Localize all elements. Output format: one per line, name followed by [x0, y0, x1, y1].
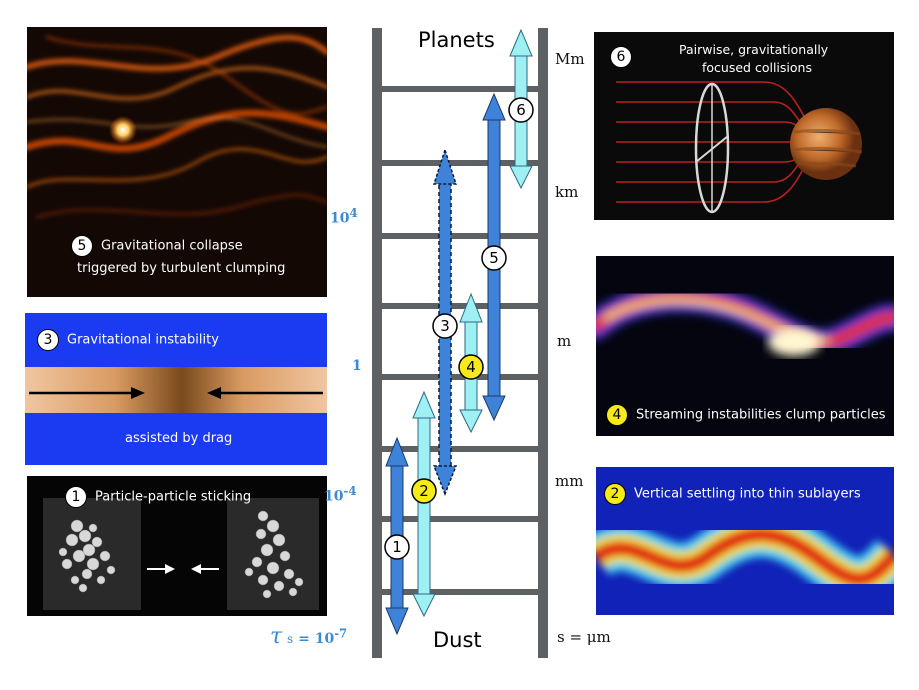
streaming-image: [596, 285, 894, 356]
badge-6: 6: [610, 46, 632, 68]
aggregate-right: [244, 510, 304, 599]
arrow-badge-6: [508, 97, 534, 123]
aggregate-left: [58, 519, 116, 593]
label-planets: Planets: [418, 28, 495, 52]
caption-3-sub: assisted by drag: [125, 431, 233, 446]
particle-clump: [768, 328, 820, 356]
tau-label-1e-7: τ s = 10-7: [270, 624, 348, 649]
arrow-left-head: [207, 387, 221, 399]
turbulence-image: [27, 34, 327, 219]
settling-image: [596, 511, 894, 603]
badge-4: 4: [606, 404, 628, 426]
ladder-rail-right: [538, 28, 548, 658]
ladder-rail-left: [372, 28, 382, 658]
dense-layer: [25, 367, 327, 413]
arrow-badge-3-text: 3: [440, 317, 450, 335]
arrow-badge-1-text: 1: [392, 538, 402, 556]
ladder-rungs: [380, 86, 540, 595]
arrow-right-head: [131, 387, 145, 399]
arrow-badge-2-text: 2: [419, 482, 429, 500]
badge-2: 2: [604, 483, 626, 505]
tau-label-1e-4: 10-4: [324, 484, 357, 505]
arrow-badge-5-text: 5: [489, 249, 499, 267]
arrow-badge-3: [432, 313, 458, 339]
arrow-badge-6-text: 6: [516, 101, 526, 119]
caption-6-line2: focused collisions: [702, 60, 812, 75]
collapse-core: [109, 116, 137, 144]
badge-3: 3: [37, 329, 59, 351]
label-dust: Dust: [433, 628, 482, 652]
caption-6-line1: Pairwise, gravitationally: [679, 42, 829, 57]
caption-5-line2: triggered by turbulent clumping: [77, 261, 286, 276]
size-label-um: s = μm: [557, 628, 611, 646]
arrow-badge-4-text: 4: [466, 358, 476, 376]
collision-image: [616, 81, 863, 214]
arrow-badge-1: [384, 534, 410, 560]
badge-1: 1: [65, 486, 87, 508]
size-label-mm: mm: [555, 472, 584, 490]
arrow-badge-4: [458, 354, 484, 380]
caption-6: 6: [610, 46, 640, 68]
badge-5: 5: [71, 235, 93, 257]
arrow-left-head: [191, 564, 201, 574]
size-label-m: m: [557, 332, 572, 350]
arrow-badges: 1 2 3 4 5 6: [384, 97, 534, 560]
arrow-badge-5: [481, 245, 507, 271]
arrow-badge-2: [411, 478, 437, 504]
size-label-Mm: Mm: [555, 50, 585, 68]
tau-label-1: 1: [352, 358, 362, 374]
panel-pairwise-collisions: 6 Pairwise, gravitationally focused coll…: [594, 32, 894, 220]
arrow-right-head: [165, 564, 175, 574]
tau-label-1e4: 104: [330, 206, 358, 227]
size-label-km: km: [555, 183, 579, 201]
arrow-mechanism-2: [412, 390, 436, 618]
